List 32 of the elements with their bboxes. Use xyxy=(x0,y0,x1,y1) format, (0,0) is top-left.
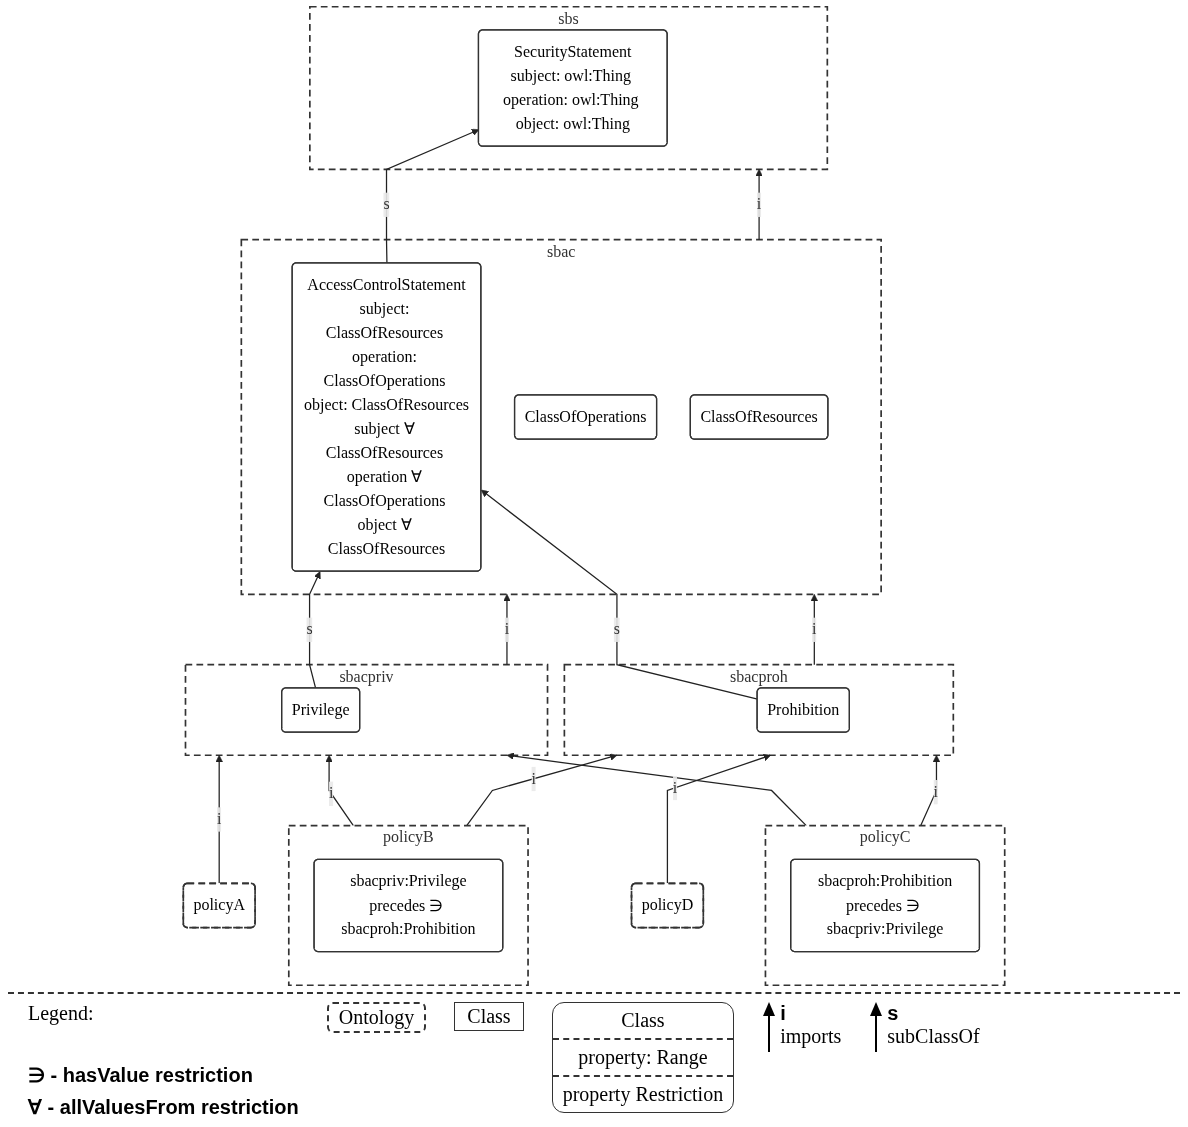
class-sample: Class xyxy=(454,1002,524,1031)
edge-label: i xyxy=(812,620,817,638)
arrow-letter: s xyxy=(887,1002,900,1025)
legend-title: Legend: xyxy=(28,1002,95,1025)
class-sample-text: property: Range xyxy=(577,1045,709,1071)
edge-label: s xyxy=(383,195,390,213)
edge-label: i xyxy=(531,769,536,787)
arrow xyxy=(810,594,818,666)
edge-label: s xyxy=(306,620,313,638)
legend-note: ∋ - hasValue restriction xyxy=(28,1063,254,1087)
edge-label: i xyxy=(504,620,510,638)
legend-text: imports xyxy=(780,1025,842,1048)
arrow xyxy=(920,754,941,827)
edge-label: i xyxy=(672,778,678,797)
edge-label: i xyxy=(756,195,762,213)
arrow xyxy=(325,754,354,827)
arrow xyxy=(215,754,223,884)
class-sample-text: property Restriction xyxy=(561,1082,725,1108)
arrow-letter: i xyxy=(780,1002,787,1025)
ontology-sample: Ontology xyxy=(326,1002,427,1033)
edge-label: i xyxy=(329,784,334,802)
edge-label: i xyxy=(216,809,222,828)
arrow xyxy=(755,169,763,241)
class-sample-text: Class xyxy=(620,1008,666,1033)
arrow xyxy=(503,594,511,666)
legend-note: ∀ - allValuesFrom restriction xyxy=(28,1095,299,1119)
edge-label: s xyxy=(613,620,621,638)
legend-text: subClassOf xyxy=(887,1025,980,1048)
arrow xyxy=(506,752,807,827)
arrow xyxy=(666,753,771,884)
arrow xyxy=(466,753,618,827)
edge-label: i xyxy=(933,782,939,801)
